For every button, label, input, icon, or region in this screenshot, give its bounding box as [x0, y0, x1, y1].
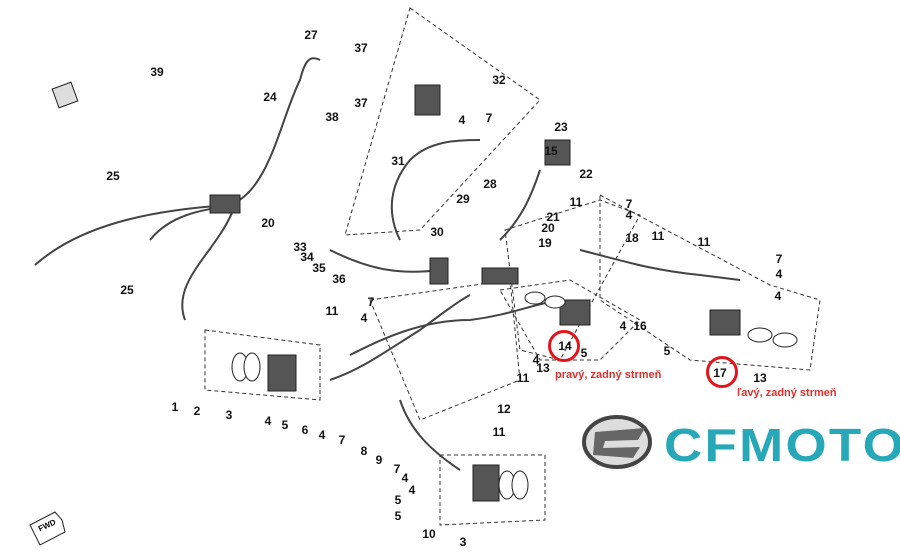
master-cylinder-frame — [344, 7, 541, 236]
callout-32: 32 — [492, 73, 506, 87]
callout-4: 4 — [264, 414, 272, 428]
callout-38: 38 — [325, 110, 339, 124]
callout-4: 4 — [401, 471, 409, 485]
callout-5: 5 — [394, 509, 402, 523]
callout-37: 37 — [354, 41, 368, 55]
highlight-circle-14 — [548, 330, 580, 362]
callout-11: 11 — [569, 195, 583, 209]
callout-5: 5 — [580, 346, 588, 360]
callout-7: 7 — [775, 252, 783, 266]
callout-8: 8 — [360, 444, 368, 458]
callout-13: 13 — [536, 361, 550, 375]
callout-4: 4 — [408, 483, 416, 497]
callout-4: 4 — [360, 311, 368, 325]
callout-10: 10 — [422, 527, 436, 541]
callout-27: 27 — [304, 28, 318, 42]
cfmoto-logo-text: CFMOTO — [664, 419, 900, 471]
callout-11: 11 — [697, 235, 711, 249]
cfmoto-logo-emblem — [582, 415, 652, 469]
callout-6: 6 — [301, 423, 309, 437]
callout-21: 21 — [546, 210, 560, 224]
callout-24: 24 — [263, 90, 277, 104]
callout-11: 11 — [492, 425, 506, 439]
callout-19: 19 — [538, 236, 552, 250]
callout-3: 3 — [225, 408, 233, 422]
callout-5: 5 — [663, 344, 671, 358]
callout-2: 2 — [193, 404, 201, 418]
right-caliper-frame — [499, 279, 641, 361]
callout-11: 11 — [651, 229, 665, 243]
callout-35: 35 — [312, 261, 326, 275]
callout-16: 16 — [633, 319, 647, 333]
front-right-caliper-frame — [439, 454, 546, 526]
callout-28: 28 — [483, 177, 497, 191]
callout-4: 4 — [625, 208, 633, 222]
callout-20: 20 — [261, 216, 275, 230]
callout-25: 25 — [120, 283, 134, 297]
callout-4: 4 — [774, 289, 782, 303]
callout-15: 15 — [544, 144, 558, 158]
right-caliper-annotation: pravý, zadný strmeň — [555, 369, 662, 381]
callout-20: 20 — [541, 221, 555, 235]
callout-7: 7 — [367, 295, 375, 309]
highlight-circle-17 — [706, 356, 738, 388]
callout-11: 11 — [325, 304, 339, 318]
callout-11: 11 — [516, 371, 530, 385]
callout-39: 39 — [150, 65, 164, 79]
callout-4: 4 — [775, 267, 783, 281]
callout-7: 7 — [338, 433, 346, 447]
callout-12: 12 — [497, 402, 511, 416]
callout-5: 5 — [281, 418, 289, 432]
callout-3: 3 — [459, 535, 467, 549]
callout-7: 7 — [485, 111, 493, 125]
callout-25: 25 — [106, 169, 120, 183]
callout-4: 4 — [318, 428, 326, 442]
callout-22: 22 — [579, 167, 593, 181]
callout-1: 1 — [171, 400, 179, 414]
callout-7: 7 — [393, 462, 401, 476]
callout-36: 36 — [332, 272, 346, 286]
callout-30: 30 — [430, 225, 444, 239]
callout-4: 4 — [532, 353, 540, 367]
callout-4: 4 — [619, 319, 627, 333]
callout-31: 31 — [391, 154, 405, 168]
left-caliper-annotation: ľavý, zadný strmeň — [737, 387, 837, 399]
callout-37: 37 — [354, 96, 368, 110]
callout-34: 34 — [300, 250, 314, 264]
left-caliper-frame — [599, 194, 821, 371]
callout-23: 23 — [554, 120, 568, 134]
callout-5: 5 — [394, 493, 402, 507]
callout-18: 18 — [625, 231, 639, 245]
callout-29: 29 — [456, 192, 470, 206]
callout-13: 13 — [753, 371, 767, 385]
callout-7: 7 — [625, 197, 633, 211]
callout-9: 9 — [375, 453, 383, 467]
callout-4: 4 — [458, 113, 466, 127]
front-left-caliper-frame — [204, 329, 321, 401]
fwd-arrow — [29, 511, 66, 546]
callout-33: 33 — [293, 240, 307, 254]
